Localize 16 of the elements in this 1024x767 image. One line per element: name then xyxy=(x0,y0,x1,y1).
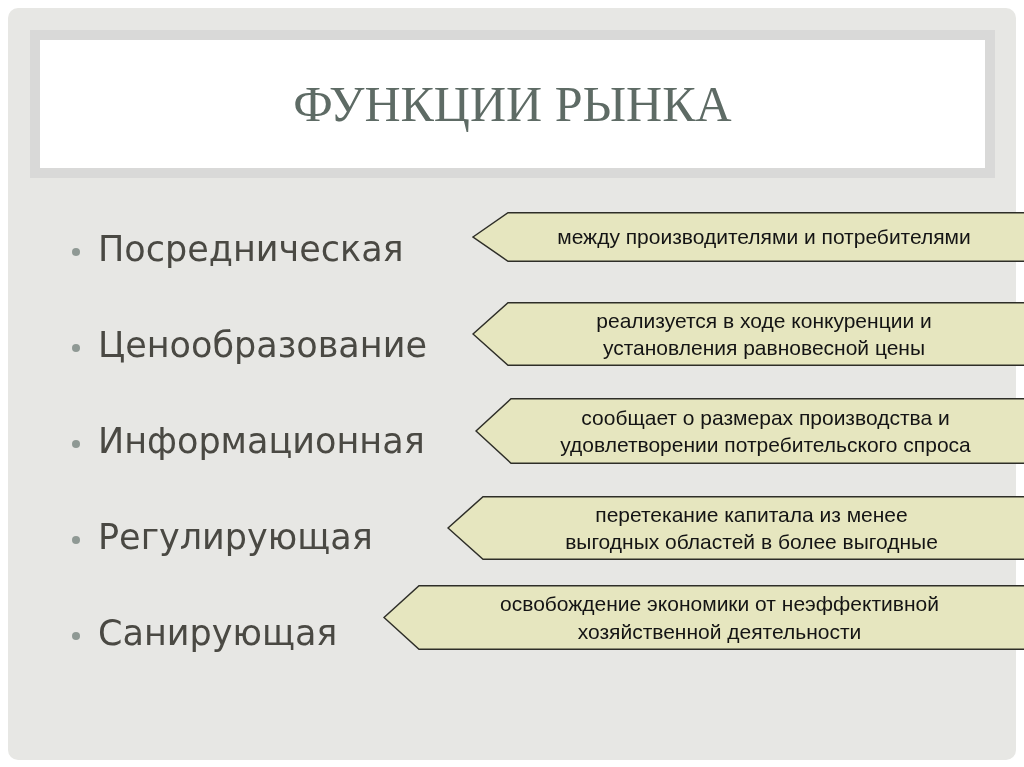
arrow-callout xyxy=(447,496,1024,560)
list-item-text: Посредническая xyxy=(98,229,404,270)
callout-text: перетекание капитала из менее выгодных областей в более выгодные xyxy=(564,501,939,555)
callout-text: сообщает о размерах производства и удовлетворении потребительского спроса xyxy=(559,404,972,458)
list-item-text: Информационная xyxy=(98,421,425,462)
arrow-callout xyxy=(383,585,1024,650)
callout-text: освобождение экономики от неэффективной хозяйственной деятельности xyxy=(499,591,940,645)
callout-text: между производителями и потребителями xyxy=(556,224,972,251)
list-item-text: Ценообразование xyxy=(98,325,427,366)
list-item-text: Санирующая xyxy=(98,613,338,654)
title-text: ФУНКЦИИ РЫНКА xyxy=(293,76,732,132)
list-item-text: Регулирующая xyxy=(98,517,373,558)
arrow-callout xyxy=(475,398,1024,464)
callout-text: реализуется в ходе конкуренции и установления равновесной цены xyxy=(595,307,933,361)
arrow-callout xyxy=(472,212,1024,262)
arrow-callout xyxy=(472,302,1024,366)
